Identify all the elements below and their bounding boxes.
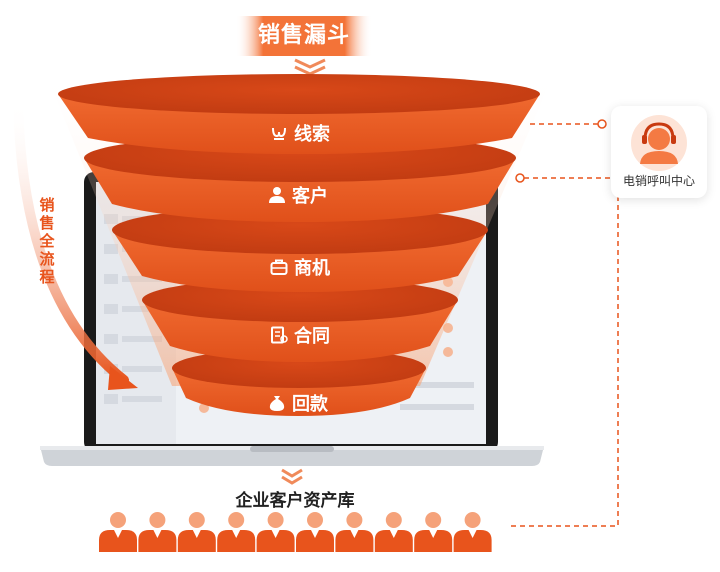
curved-arrow xyxy=(13,95,138,390)
person-figure xyxy=(335,512,374,552)
connector-dot xyxy=(515,119,607,183)
money-bag-icon xyxy=(269,396,285,411)
funnel-layer-4 xyxy=(142,278,458,362)
person-figure xyxy=(177,512,216,552)
stage-label: 合同 xyxy=(294,326,330,347)
call-center-label: 电销呼叫中心 xyxy=(622,174,695,188)
person-figure xyxy=(138,512,177,552)
call-center-card: 电销呼叫中心 xyxy=(611,106,707,198)
dashed-connector xyxy=(510,123,619,527)
contract-icon xyxy=(271,326,288,344)
headset-agent-icon xyxy=(631,115,687,171)
person-figure xyxy=(453,512,492,552)
chevron-down-icon xyxy=(281,468,303,485)
funnel-stage-1: 线索 xyxy=(270,120,330,146)
library-label: 企业客户资产库 xyxy=(235,491,355,511)
stage-label: 回款 xyxy=(292,394,328,415)
person-icon xyxy=(269,187,285,203)
people-icon xyxy=(99,512,492,552)
briefcase-icon xyxy=(270,259,288,275)
person-figure xyxy=(414,512,453,552)
funnel-stage-4: 合同 xyxy=(270,322,330,348)
handshake-icon xyxy=(272,127,286,140)
person-figure xyxy=(217,512,256,552)
person-figure xyxy=(256,512,295,552)
person-figure xyxy=(99,512,137,552)
person-figure xyxy=(374,512,413,552)
funnel-stage-3: 商机 xyxy=(270,254,330,280)
side-label: 销售全流程 xyxy=(39,196,55,286)
funnel-stage-2: 客户 xyxy=(268,182,328,208)
page-title: 销售漏斗 xyxy=(257,23,350,48)
title-banner xyxy=(236,16,372,56)
funnel-layer-1 xyxy=(58,74,540,154)
stage-label: 商机 xyxy=(294,258,330,279)
person-figure xyxy=(296,512,334,552)
funnel-stage-5: 回款 xyxy=(268,390,328,416)
stage-label: 线索 xyxy=(294,124,330,145)
stage-label: 客户 xyxy=(292,186,328,207)
